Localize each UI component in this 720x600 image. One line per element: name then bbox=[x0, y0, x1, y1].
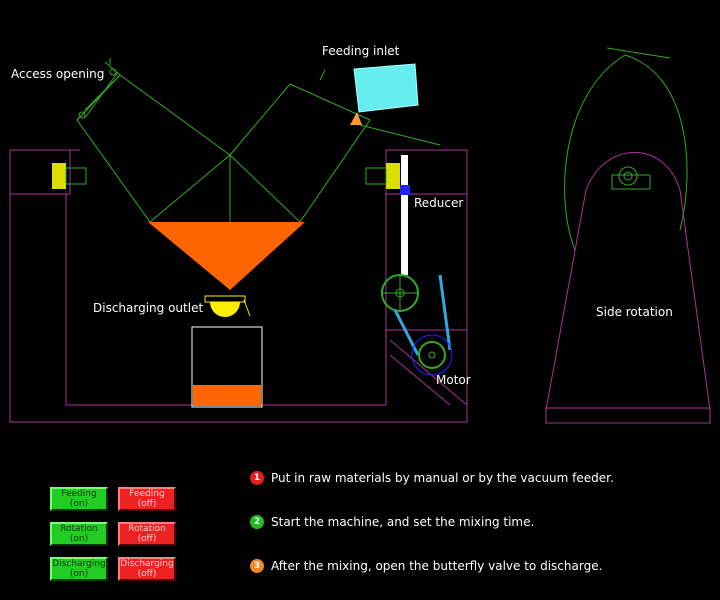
rotation-on-button[interactable]: Rotation (on) bbox=[50, 522, 108, 546]
button-line2: (on) bbox=[69, 569, 89, 579]
feeding-hopper bbox=[353, 63, 419, 113]
material-cone bbox=[148, 222, 305, 290]
side-view-bearing bbox=[611, 166, 651, 190]
machine-frame bbox=[9, 149, 468, 423]
instruction-step-3: 3 After the mixing, open the butterfly v… bbox=[250, 559, 602, 573]
step-text: Put in raw materials by manual or by the… bbox=[271, 471, 614, 485]
step-text: Start the machine, and set the mixing ti… bbox=[271, 515, 535, 529]
instruction-step-1: 1 Put in raw materials by manual or by t… bbox=[250, 471, 614, 485]
button-line2: (off) bbox=[137, 569, 157, 579]
feeding-funnel bbox=[350, 112, 362, 125]
button-line1: Rotation bbox=[60, 524, 98, 534]
feeding-off-button[interactable]: Feeding (off) bbox=[118, 487, 176, 511]
left-bearing bbox=[52, 163, 87, 189]
button-line1: Rotation bbox=[128, 524, 166, 534]
button-line2: (off) bbox=[137, 499, 157, 509]
instruction-step-2: 2 Start the machine, and set the mixing … bbox=[250, 515, 534, 529]
collection-bin bbox=[191, 326, 263, 408]
step-number-badge: 2 bbox=[250, 515, 264, 529]
step-number-badge: 3 bbox=[250, 559, 264, 573]
side-view-stand bbox=[545, 152, 711, 424]
feeding-on-button[interactable]: Feeding (on) bbox=[50, 487, 108, 511]
button-line1: Feeding bbox=[129, 489, 165, 499]
label-access-opening: Access opening bbox=[11, 67, 105, 81]
label-motor: Motor bbox=[436, 373, 471, 387]
step-number-badge: 1 bbox=[250, 471, 264, 485]
button-line1: Discharging bbox=[120, 559, 174, 569]
label-feeding-inlet: Feeding inlet bbox=[322, 44, 400, 58]
button-line2: (on) bbox=[69, 499, 89, 509]
motor-belt bbox=[393, 274, 452, 356]
step-text: After the mixing, open the butterfly val… bbox=[271, 559, 603, 573]
label-discharging-outlet: Discharging outlet bbox=[93, 301, 204, 315]
discharging-off-button[interactable]: Discharging (off) bbox=[118, 557, 176, 581]
label-side-rotation: Side rotation bbox=[596, 305, 673, 319]
label-reducer: Reducer bbox=[414, 196, 464, 210]
drive-gear bbox=[381, 274, 419, 312]
rotation-off-button[interactable]: Rotation (off) bbox=[118, 522, 176, 546]
side-view-vessel bbox=[564, 47, 688, 251]
access-opening-lever bbox=[78, 68, 119, 119]
discharging-on-button[interactable]: Discharging (on) bbox=[50, 557, 108, 581]
right-bearing bbox=[365, 163, 400, 189]
button-line2: (on) bbox=[69, 534, 89, 544]
motor-pulley bbox=[411, 334, 453, 376]
reducer-unit bbox=[400, 155, 410, 275]
button-line2: (off) bbox=[137, 534, 157, 544]
butterfly-valve bbox=[204, 295, 251, 317]
button-line1: Discharging bbox=[52, 559, 106, 569]
button-line1: Feeding bbox=[61, 489, 97, 499]
